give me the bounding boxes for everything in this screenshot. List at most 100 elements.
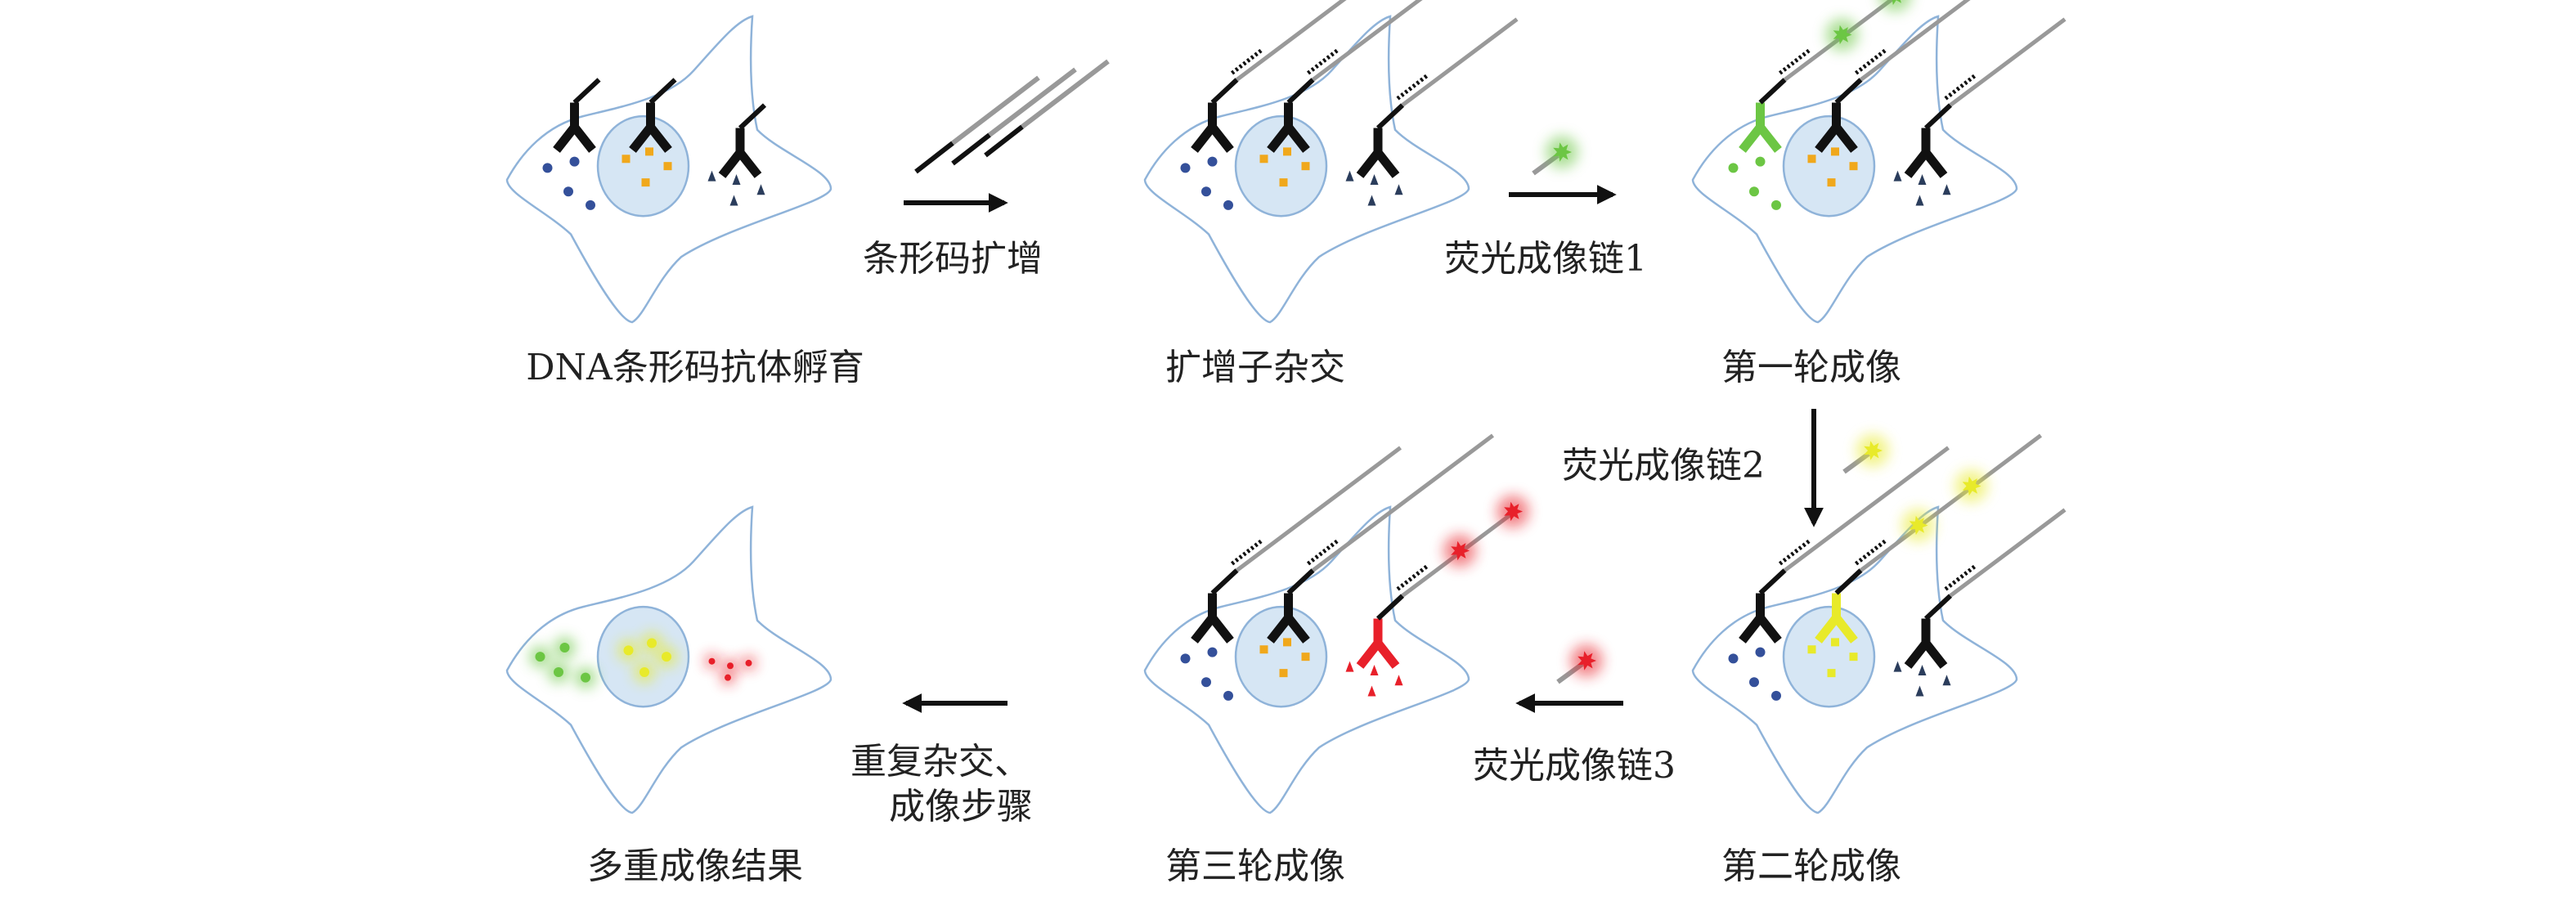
cell-outline xyxy=(1145,16,1469,322)
protein-square xyxy=(1259,155,1268,164)
protein-triangle xyxy=(732,174,741,186)
protein-dot xyxy=(1201,186,1211,197)
antibody-body xyxy=(1815,593,1858,644)
barcode-strand xyxy=(951,75,1040,146)
yellow-signal xyxy=(640,667,649,678)
protein-triangle xyxy=(1893,661,1902,672)
protein-triangle xyxy=(1918,665,1927,676)
barcode-hybrid xyxy=(1230,48,1263,75)
antibody xyxy=(1904,508,2067,669)
fluorophore xyxy=(1909,515,1928,536)
barcode-amplicon xyxy=(1312,0,1423,82)
barcode-primer xyxy=(951,132,991,166)
barcode-amplicon xyxy=(1860,433,2042,572)
protein-dot xyxy=(1180,653,1191,664)
protein-triangle xyxy=(1942,675,1951,686)
barcode-primer xyxy=(984,124,1024,158)
antibody xyxy=(1191,446,1402,644)
protein-triangle xyxy=(707,170,716,182)
protein-square xyxy=(1283,147,1291,156)
protein-square xyxy=(1807,645,1816,654)
protein-square xyxy=(1279,669,1288,678)
barcode-hybrid xyxy=(1396,564,1429,591)
green-signal xyxy=(535,652,545,662)
cell-round2 xyxy=(1693,433,2067,813)
barcode-hybrid xyxy=(1854,539,1887,566)
protein-square xyxy=(1279,178,1288,187)
antibody-body xyxy=(1356,618,1400,669)
protein-dot xyxy=(1771,690,1781,701)
barcode-amplicon xyxy=(1949,17,2067,107)
free-barcode-3 xyxy=(984,59,1110,158)
protein-dot xyxy=(1207,647,1218,657)
protein-dot xyxy=(586,200,595,210)
antibody-body xyxy=(718,128,762,178)
protein-square xyxy=(1849,162,1858,171)
green-signal xyxy=(581,672,590,683)
protein-square xyxy=(645,147,653,156)
antibody-body xyxy=(1356,128,1400,178)
protein-square xyxy=(1301,653,1310,662)
protein-triangle xyxy=(1367,195,1376,206)
barcode-amplicon xyxy=(1236,0,1347,82)
cell-outline xyxy=(1145,507,1469,813)
antibody-barcode xyxy=(1923,594,1953,621)
cell-incubation xyxy=(507,16,831,322)
step-label-result: 多重成像结果 xyxy=(587,845,803,887)
cell-outline xyxy=(507,16,831,322)
protein-triangle xyxy=(1367,685,1376,697)
protein-triangle xyxy=(1345,170,1354,182)
antibody-barcode xyxy=(1834,78,1863,105)
protein-dot xyxy=(1771,200,1781,210)
cell-outline xyxy=(1693,16,2017,322)
protein-square xyxy=(1807,155,1816,164)
cell-outline xyxy=(507,507,831,813)
protein-triangle xyxy=(1370,174,1379,186)
protein-dot xyxy=(1201,677,1211,688)
antibody xyxy=(1739,0,1911,153)
antibody xyxy=(1267,433,1494,644)
protein-dot xyxy=(563,186,573,197)
protein-triangle xyxy=(1893,170,1902,182)
barcode-strand xyxy=(1021,59,1110,129)
barcode-amplicon xyxy=(1236,446,1402,572)
fluorophore xyxy=(1833,25,1852,45)
protein-triangle xyxy=(1918,174,1927,186)
protein-dot xyxy=(1180,163,1191,173)
green-signal xyxy=(554,667,563,678)
step-label-hybridization: 扩增子杂交 xyxy=(1165,347,1345,388)
barcode-strand xyxy=(988,67,1077,137)
antibody-barcode xyxy=(1923,103,1953,130)
protein-triangle xyxy=(1915,685,1924,697)
red-signal xyxy=(708,657,716,665)
barcode-amplicon xyxy=(1784,446,1950,572)
red-signal xyxy=(727,662,734,670)
barcode-hybrid xyxy=(1778,48,1811,75)
antibody-barcode xyxy=(1286,78,1315,105)
antibody-body xyxy=(629,102,672,153)
protein-dot xyxy=(1728,163,1739,173)
free-imager-1 xyxy=(1532,136,1578,176)
fluorophore xyxy=(1553,142,1572,162)
protein-square xyxy=(1283,638,1291,647)
protein-square xyxy=(622,155,631,164)
green-signal xyxy=(559,643,570,653)
fluorophore xyxy=(1577,651,1596,671)
barcode-primer xyxy=(914,141,954,174)
protein-dot xyxy=(1223,690,1233,701)
protein-triangle xyxy=(1915,195,1924,206)
barcode-amplicon xyxy=(1949,508,2067,598)
protein-dot xyxy=(1207,156,1218,167)
antibody xyxy=(1267,0,1423,153)
antibody xyxy=(1904,17,2067,178)
barcode-amplicon xyxy=(1860,0,1971,82)
antibody-barcode xyxy=(572,78,601,105)
yellow-signal xyxy=(662,652,671,662)
barcode-hybrid xyxy=(1944,74,1977,101)
free-imager-3 xyxy=(1556,644,1603,684)
protein-dot xyxy=(542,163,553,173)
fluorophore xyxy=(1962,476,1981,496)
antibody xyxy=(1815,0,1971,153)
cell-result xyxy=(507,507,831,813)
